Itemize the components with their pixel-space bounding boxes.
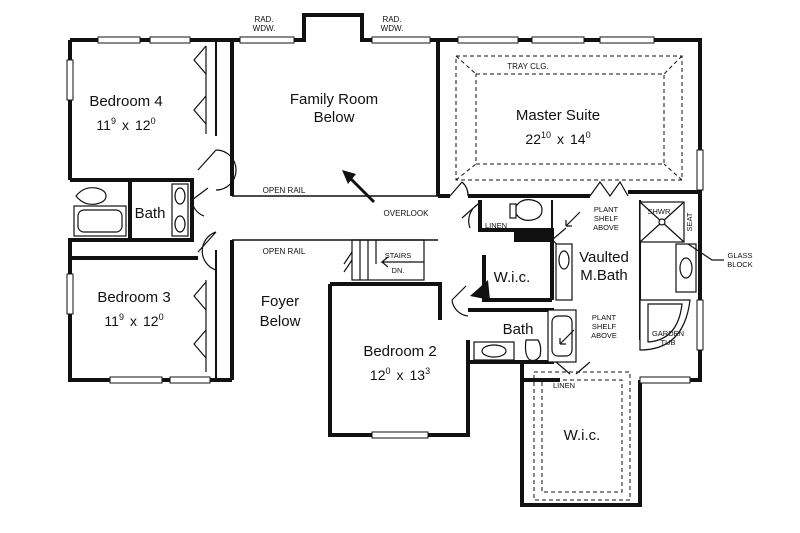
bedroom3-name: Bedroom 3 (97, 289, 170, 306)
family-room-sublabel: Below (314, 109, 355, 126)
garden-tub-note-2: TUB (661, 338, 676, 347)
linen-top-note: LINEN (485, 221, 507, 230)
wic-shelf-outline (533, 371, 631, 501)
open-rail-bottom-note: OPEN RAIL (263, 247, 306, 256)
master-bath-sublabel: M.Bath (580, 267, 628, 284)
wic-small-label: W.i.c. (494, 269, 531, 286)
seat-note: SEAT (685, 212, 694, 231)
stairs (343, 239, 425, 281)
rad-wdw-left-note: RAD. (254, 15, 273, 24)
linen-bottom-note: LINEN (553, 381, 575, 390)
stairs-dn-note: DN. (392, 266, 405, 275)
tray-clg-note: TRAY CLG. (507, 62, 549, 71)
foyer-sublabel: Below (260, 313, 301, 330)
master-bath-label: Vaulted (579, 249, 629, 266)
bedroom4-name: Bedroom 4 (89, 93, 162, 110)
wall-block (470, 280, 490, 300)
stairs-note: STAIRS (385, 251, 412, 260)
open-rail-top-note: OPEN RAIL (263, 186, 306, 195)
doors (191, 45, 629, 375)
garden-tub-note: GARDEN (652, 329, 684, 338)
bedroom2-bath-label: Bath (503, 321, 534, 338)
wall-block (514, 232, 552, 242)
glass-block-note-2: BLOCK (727, 260, 752, 269)
overlook-arrow-icon (342, 170, 376, 204)
plant-shelf-bottom-note-2: SHELF (592, 322, 617, 331)
master-suite-name: Master Suite (516, 107, 600, 124)
wic-large-label: W.i.c. (564, 427, 601, 444)
tray-ceiling-outline (455, 55, 683, 181)
foyer-label: Foyer (261, 293, 299, 310)
windows (66, 36, 704, 439)
plant-shelf-top-note-2: SHELF (594, 214, 619, 223)
plant-shelf-bottom-note: PLANT (592, 313, 617, 322)
rad-wdw-left-note-2: WDW. (253, 24, 276, 33)
plant-shelf-top-note-3: ABOVE (593, 223, 619, 232)
bedroom2-name: Bedroom 2 (363, 343, 436, 360)
overlook-note: OVERLOOK (384, 209, 430, 218)
family-room-label: Family Room (290, 91, 378, 108)
shower-note: SHWR. (648, 207, 673, 216)
rad-wdw-right-note: RAD. (382, 15, 401, 24)
plant-shelf-bottom-note-3: ABOVE (591, 331, 617, 340)
glass-block-note: GLASS (727, 251, 752, 260)
rad-wdw-right-note-2: WDW. (381, 24, 404, 33)
hall-bath-label: Bath (135, 205, 166, 222)
fixtures (73, 183, 697, 363)
annotations: RAD. WDW. RAD. WDW. TRAY CLG. OPEN RAIL … (253, 15, 753, 390)
plant-shelf-top-note: PLANT (594, 205, 619, 214)
